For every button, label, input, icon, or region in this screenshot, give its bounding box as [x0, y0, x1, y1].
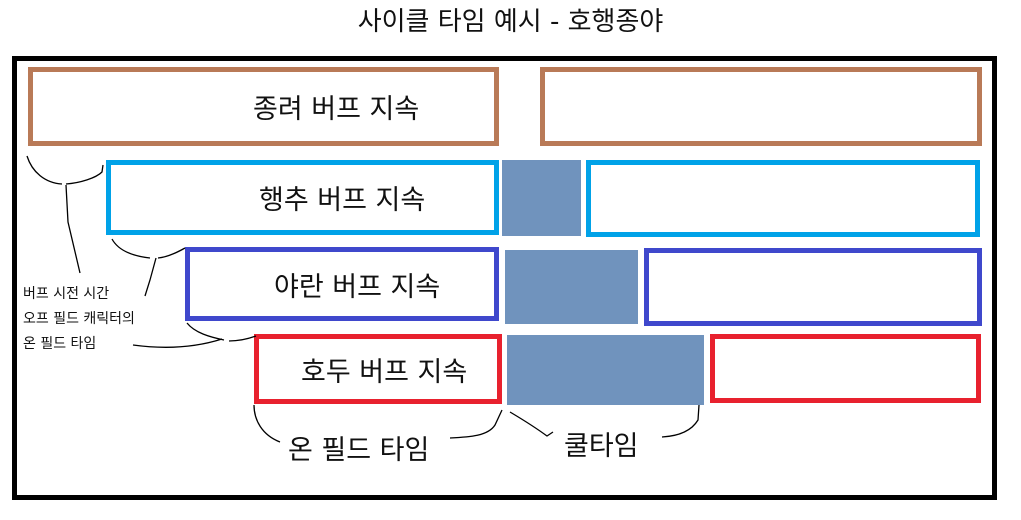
- yaran-buff-bar-1: 야란 버프 지속: [185, 247, 499, 321]
- yaran-buff-bar-2: [644, 248, 982, 326]
- yaran-buff-label: 야란 버프 지속: [274, 271, 441, 303]
- onfield-time-label: 온 필드 타임: [288, 435, 430, 466]
- haengchu-buff-label: 행추 버프 지속: [259, 185, 426, 216]
- pointer-cast-time-1: [65, 184, 81, 274]
- haengchu-cooltime-block: [502, 160, 581, 236]
- brace-zhongli-xingqiu: [26, 155, 104, 185]
- cast-time-note: 버프 시전 시간 오프 필드 캐릭터의 온 필드 타임: [23, 282, 135, 357]
- diagram-title: 사이클 타임 예시 - 호행종야: [357, 7, 664, 37]
- brace-yelan-hutao: [186, 322, 257, 342]
- haengchu-buff-bar-1: 행추 버프 지속: [106, 160, 499, 235]
- note-line-2: 오프 필드 캐릭터의: [23, 311, 135, 327]
- note-line-3: 온 필드 타임: [23, 336, 97, 352]
- brace-xingqiu-yelan: [111, 238, 186, 259]
- jongryeo-buff-label: 종려 버프 지속: [253, 94, 420, 125]
- haengchu-buff-bar-2: [586, 160, 980, 237]
- hodu-buff-bar-2: [710, 334, 981, 403]
- hodu-buff-bar-1: 호두 버프 지속: [254, 334, 502, 404]
- brace-onfield-right: [449, 409, 503, 439]
- diagram-frame: [12, 56, 997, 500]
- brace-onfield-left: [253, 404, 281, 443]
- hodu-buff-label: 호두 버프 지속: [301, 356, 468, 388]
- note-line-1: 버프 시전 시간: [23, 286, 110, 302]
- jongryeo-buff-bar-2: [540, 67, 982, 146]
- pointer-onfield-note: [132, 338, 223, 348]
- pointer-cast-time-2: [144, 257, 157, 297]
- cooltime-label: 쿨타임: [564, 431, 639, 462]
- yaran-cooltime-block: [505, 250, 638, 324]
- brace-cooltime-left: [509, 411, 554, 437]
- brace-cooltime-right: [661, 404, 700, 438]
- jongryeo-buff-bar-1: 종려 버프 지속: [28, 67, 499, 146]
- hodu-cooltime-block: [507, 335, 704, 405]
